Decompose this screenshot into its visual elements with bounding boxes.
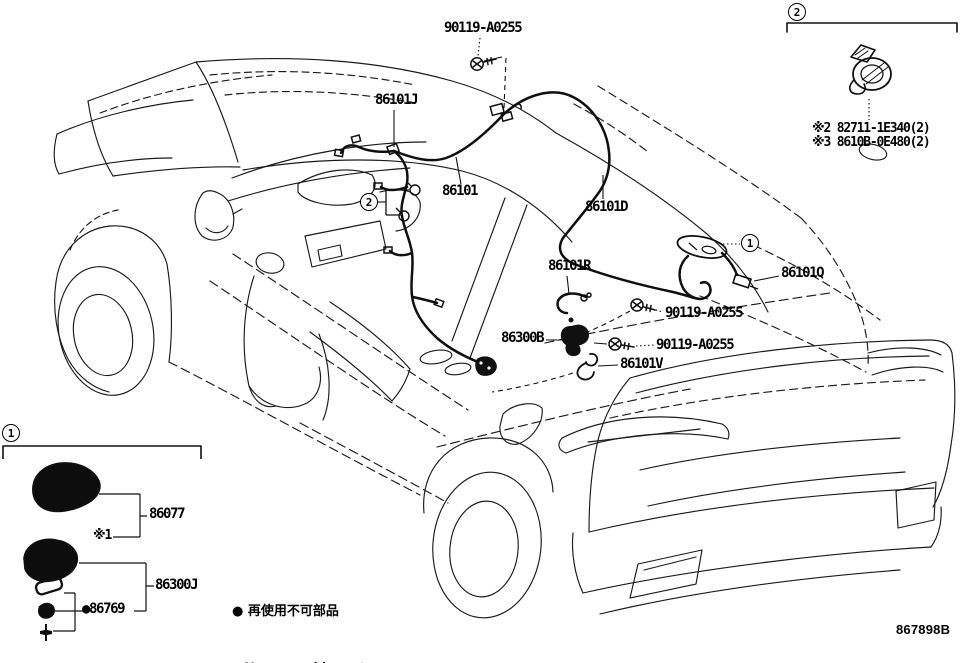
inset-clamp-art xyxy=(786,22,958,95)
car-body-art xyxy=(53,58,956,619)
callout-86300B[interactable]: 86300B xyxy=(501,330,545,346)
callout-86769[interactable]: ●86769 xyxy=(82,601,126,617)
clamp-part-icon xyxy=(849,44,892,95)
antenna-cover-icon xyxy=(32,462,101,513)
callout-86101V[interactable]: 86101V xyxy=(620,356,664,372)
leader-lines xyxy=(377,37,870,393)
inset-clamp-part-no-2[interactable]: ※3 8610B-0E480(2) xyxy=(812,135,931,150)
bolt-icons xyxy=(470,57,656,351)
callout-86101Q[interactable]: 86101Q xyxy=(781,265,825,281)
wire-harness-art xyxy=(339,91,739,366)
marker-roof-antenna-ref[interactable]: 1 xyxy=(741,234,759,252)
callout-86077[interactable]: 86077 xyxy=(149,506,186,522)
callout-86101J[interactable]: 86101J xyxy=(375,92,419,108)
bolt-icon-low xyxy=(608,337,635,351)
inset-clamp-part-no-1[interactable]: ※2 82711-1E340(2) xyxy=(812,121,931,136)
callout-86300J[interactable]: 86300J xyxy=(155,577,199,593)
antenna-base-icon xyxy=(23,538,79,583)
antenna-base-oval xyxy=(676,235,728,259)
callout-86101D[interactable]: 86101D xyxy=(585,199,629,215)
clamp-ref-bracket xyxy=(385,189,409,216)
bolt-icon-mid xyxy=(630,298,656,313)
callout-bolt-mid[interactable]: 90119-A0255 xyxy=(665,305,744,321)
legend-non-reusable-jp: ● 再使用不可部品 xyxy=(232,604,339,619)
callout-bolt-low[interactable]: 90119-A0255 xyxy=(656,337,735,353)
legend-non-reusable-en: ● Non-reusable part xyxy=(232,658,475,663)
callout-bolt-top[interactable]: 90119-A0255 xyxy=(444,20,523,36)
note-86077: ※1 xyxy=(93,528,112,543)
antenna-pole-icon xyxy=(560,317,589,357)
marker-cabin-clamps-ref[interactable]: 2 xyxy=(360,193,378,211)
bolt-icon-top xyxy=(470,57,497,71)
clamp-ring-icons xyxy=(395,181,421,222)
nut-icon xyxy=(38,602,55,619)
marker-inset-antenna[interactable]: 1 xyxy=(2,424,20,442)
inset-antenna-art xyxy=(2,445,202,641)
screw-icon xyxy=(40,624,52,641)
callout-86101[interactable]: 86101 xyxy=(442,183,479,199)
retainer-clip-icon xyxy=(576,352,599,381)
marker-inset-clamp[interactable]: 2 xyxy=(788,3,806,21)
callout-86101R[interactable]: 86101R xyxy=(548,258,592,274)
figure-code: 867898B xyxy=(896,622,951,637)
legend: ● 再使用不可部品 ● Non-reusable part ※1 PNC 867… xyxy=(232,565,475,663)
connector-icons xyxy=(333,102,759,376)
inset-antenna-brackets xyxy=(53,493,154,632)
gasket-icon xyxy=(34,576,64,596)
